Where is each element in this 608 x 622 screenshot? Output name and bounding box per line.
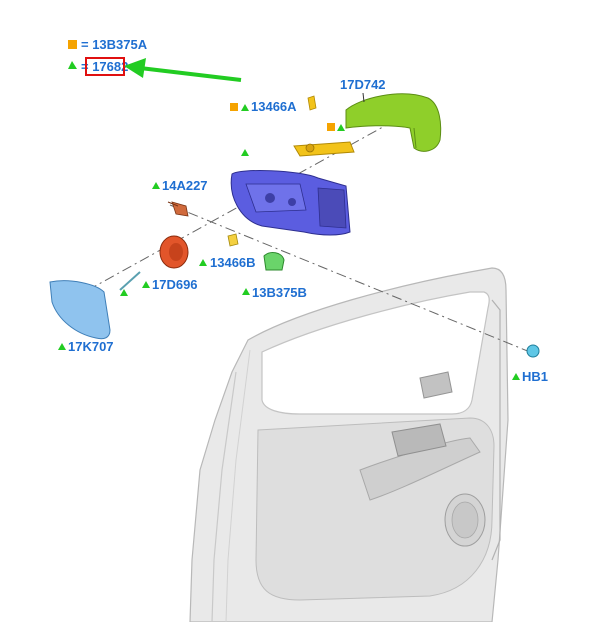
- green-triangle-marker: [337, 124, 345, 131]
- orange-square-marker: [230, 103, 238, 111]
- green-triangle-marker: [241, 149, 249, 156]
- wire-marker: [120, 289, 128, 296]
- svg-text:13466B: 13466B: [210, 255, 256, 270]
- part-hb1: [526, 344, 540, 358]
- green-triangle-marker: [241, 104, 249, 111]
- mirror-bracket: [293, 95, 355, 157]
- svg-text:17K707: 17K707: [68, 339, 114, 354]
- legend: = 13B375A = 17682: [68, 37, 148, 76]
- housing-marker: [241, 149, 249, 156]
- svg-text:13466A: 13466A: [251, 99, 297, 114]
- part-13466b: [227, 233, 239, 247]
- svg-text:13B375B: 13B375B: [252, 285, 307, 300]
- callout-17k707: 17K707: [58, 339, 114, 354]
- green-triangle-marker: [120, 289, 128, 296]
- callout-13466b: 13466B: [199, 255, 256, 270]
- legend-item-1: = 13B375A: [81, 37, 148, 52]
- orange-square-marker: [68, 40, 77, 49]
- green-arrow-icon: [124, 58, 242, 82]
- highlight-box: [85, 57, 125, 76]
- svg-text:14A227: 14A227: [162, 178, 208, 193]
- green-triangle-marker: [152, 182, 160, 189]
- callout-14a227: 14A227: [152, 178, 208, 193]
- callout-hb1: HB1: [512, 369, 548, 384]
- callout-13b375b: 13B375B: [242, 285, 307, 300]
- mirror-actuator: [159, 235, 189, 269]
- green-triangle-marker: [199, 259, 207, 266]
- orange-square-marker: [327, 123, 335, 131]
- green-triangle-marker: [68, 61, 77, 69]
- mirror-cover: [345, 93, 442, 152]
- svg-text:17D742: 17D742: [340, 77, 386, 92]
- legend-item-2: = 17682: [81, 59, 128, 74]
- bracket-markers: [327, 123, 345, 131]
- callout-13466a: 13466A: [230, 99, 297, 114]
- mirror-housing: [230, 170, 351, 236]
- green-triangle-marker: [58, 343, 66, 350]
- callout-17d696: 17D696: [142, 277, 198, 292]
- green-triangle-marker: [242, 288, 250, 295]
- green-triangle-marker: [142, 281, 150, 288]
- mirror-glass: [49, 280, 111, 340]
- part-14a227: [167, 201, 189, 217]
- callout-17d742: 17D742: [340, 77, 386, 103]
- mounting-clip: [263, 252, 285, 271]
- green-triangle-marker: [512, 373, 520, 380]
- door-panel: [189, 267, 509, 622]
- svg-text:HB1: HB1: [522, 369, 548, 384]
- svg-text:17D696: 17D696: [152, 277, 198, 292]
- heater-wire: [119, 271, 141, 291]
